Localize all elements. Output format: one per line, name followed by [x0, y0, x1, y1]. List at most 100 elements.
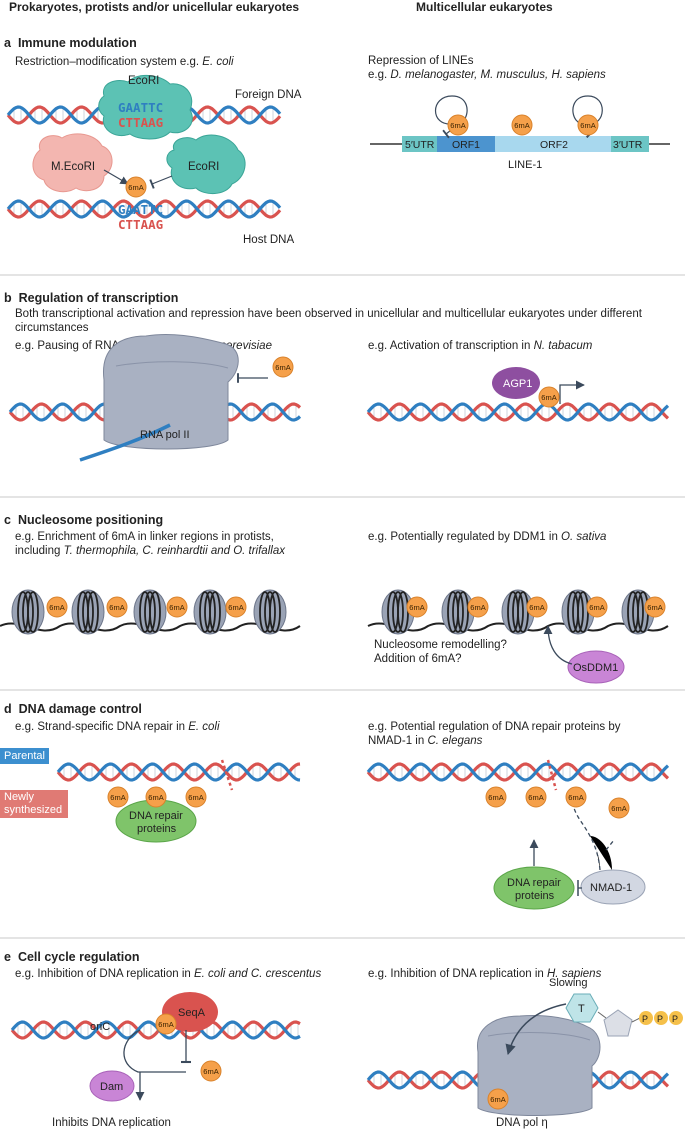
mismatch-left — [220, 759, 234, 791]
phosphate-3-label: P — [672, 1014, 678, 1024]
parental-strand-tag: Parental — [0, 748, 49, 764]
nascent-rna-strand — [79, 423, 171, 462]
ecori-enzyme-right — [166, 134, 246, 194]
section-e-right-example: e.g. Inhibition of DNA replication in H.… — [368, 967, 601, 981]
section-d-title: DNA damage control — [18, 702, 142, 716]
section-c-left-example-line1: e.g. Enrichment of 6mA in linker regions… — [15, 531, 274, 543]
section-a-left-text: Restriction–modification system e.g. — [15, 56, 203, 68]
section-d-letter: d — [4, 702, 12, 716]
nucleosome — [71, 589, 105, 635]
rna-pol2-complex — [103, 333, 239, 450]
repair-right-line1: DNA repair — [507, 877, 561, 889]
badge-6ma-text: 6mA — [580, 121, 595, 130]
orf2-label: ORF2 — [540, 139, 568, 151]
section-e-left-species: E. coli and C. crescentus — [194, 968, 322, 980]
repair-left-line2: proteins — [137, 823, 177, 835]
slowing-arrow — [505, 1003, 567, 1056]
utr3-box — [611, 136, 649, 152]
orf1-box — [437, 136, 495, 152]
dna-helix-repair-right — [366, 762, 670, 782]
repair-left-line1: DNA repair — [129, 810, 183, 822]
agp1-label: AGP1 — [503, 378, 532, 390]
badge-6ma: 6mA — [447, 114, 469, 136]
section-c-right-text: e.g. Potentially regulated by DDM1 in — [368, 531, 562, 543]
foreign-site-bottom-sequence: CTTAAG — [118, 115, 163, 130]
nucleosome — [561, 589, 595, 635]
badge-6ma-text: 6mA — [568, 793, 583, 802]
badge-6ma-text: 6mA — [110, 793, 125, 802]
badge-6ma: 6mA — [125, 176, 147, 198]
nucleosome — [11, 589, 45, 635]
repair-right-line2: proteins — [515, 890, 555, 902]
phosphate-3-icon — [669, 1011, 683, 1025]
phosphate-2-icon — [654, 1011, 668, 1025]
phosphate-1-label: P — [642, 1014, 648, 1024]
nucleosome — [253, 589, 287, 635]
dna-repair-proteins-right — [493, 866, 575, 910]
badge-6ma: 6mA — [608, 797, 630, 819]
badge-6ma: 6mA — [200, 1060, 222, 1082]
demethylation-dashed-arrow-2 — [605, 839, 615, 851]
section-d-right-species: C. elegans — [427, 735, 483, 747]
section-a-right-example-line1: Repression of LINEs — [368, 55, 474, 67]
host-site-bottom-sequence: CTTAAG — [118, 217, 163, 232]
section-c-title: Nucleosome positioning — [17, 513, 164, 527]
repression-loop-left — [435, 95, 468, 139]
ecori-enzyme-top — [98, 75, 193, 140]
nucleosome — [133, 589, 167, 635]
badge-6ma: 6mA — [155, 1013, 177, 1035]
badge-6ma-text: 6mA — [128, 183, 143, 192]
nmad1-protein — [580, 869, 646, 905]
badge-6ma-text: 6mA — [228, 603, 243, 612]
badge-6ma: 6mA — [166, 596, 188, 618]
oric-label: oriC — [90, 1021, 110, 1033]
host-site-top-sequence: GAATTC — [118, 202, 163, 217]
dna-pol-eta-label: DNA pol η — [496, 1117, 548, 1129]
badge-6ma-text: 6mA — [528, 793, 543, 802]
dna-pol-eta-complex — [477, 1015, 601, 1116]
badge-6ma-text: 6mA — [148, 793, 163, 802]
dna-helix-agp1 — [366, 402, 670, 422]
section-c-right-species: O. sativa — [561, 531, 607, 543]
section-d-left-text: e.g. Strand-specific DNA repair in — [15, 721, 189, 733]
phosphate-1-icon — [639, 1011, 653, 1025]
section-b-right-example: e.g. Activation of transcription in N. t… — [368, 339, 592, 353]
mecori-label: M.EcoRI — [51, 161, 95, 173]
section-a-title: Immune modulation — [17, 36, 137, 50]
badge-6ma-text: 6mA — [49, 603, 64, 612]
section-d-heading: d DNA damage control — [4, 702, 142, 716]
section-d-right-example-line2: NMAD-1 in C. elegans — [368, 734, 482, 748]
nucleosome — [381, 589, 415, 635]
ecori-right-label: EcoRI — [188, 161, 219, 173]
section-a-letter: a — [4, 36, 11, 50]
left-column-header: Prokaryotes, protists and/or unicellular… — [9, 0, 300, 14]
badge-6ma-text: 6mA — [203, 1067, 218, 1076]
thymine-base-icon — [565, 993, 599, 1023]
badge-6ma: 6mA — [565, 786, 587, 808]
repression-loop-right — [572, 95, 603, 139]
section-e-right-text: e.g. Inhibition of DNA replication in — [368, 968, 547, 980]
cleavage-block-inhibitor — [149, 175, 173, 189]
section-a-left-species: E. coli — [202, 56, 234, 68]
newly-line1: Newly — [4, 791, 34, 803]
badge-6ma-text: 6mA — [488, 793, 503, 802]
nmad1-label: NMAD-1 — [590, 882, 632, 894]
badge-6ma-text: 6mA — [109, 603, 124, 612]
mecori-enzyme — [32, 133, 113, 193]
badge-6ma-text: 6mA — [470, 603, 485, 612]
section-d-left-example: e.g. Strand-specific DNA repair in E. co… — [15, 720, 220, 734]
badge-6ma: 6mA — [577, 114, 599, 136]
section-e-letter: e — [4, 950, 11, 964]
section-e-title: Cell cycle regulation — [17, 950, 140, 964]
badge-6ma: 6mA — [406, 596, 428, 618]
section-e-right-species: H. sapiens — [547, 968, 602, 980]
badge-6ma: 6mA — [525, 786, 547, 808]
badge-6ma-text: 6mA — [529, 603, 544, 612]
osddm1-arrow — [543, 625, 573, 665]
section-c-left-example-line2: including T. thermophila, C. reinhardtii… — [15, 544, 285, 558]
badge-6ma-text: 6mA — [169, 603, 184, 612]
right-column-header: Multicellular eukaryotes — [416, 0, 553, 14]
section-b-right-species: N. tabacum — [533, 340, 593, 352]
